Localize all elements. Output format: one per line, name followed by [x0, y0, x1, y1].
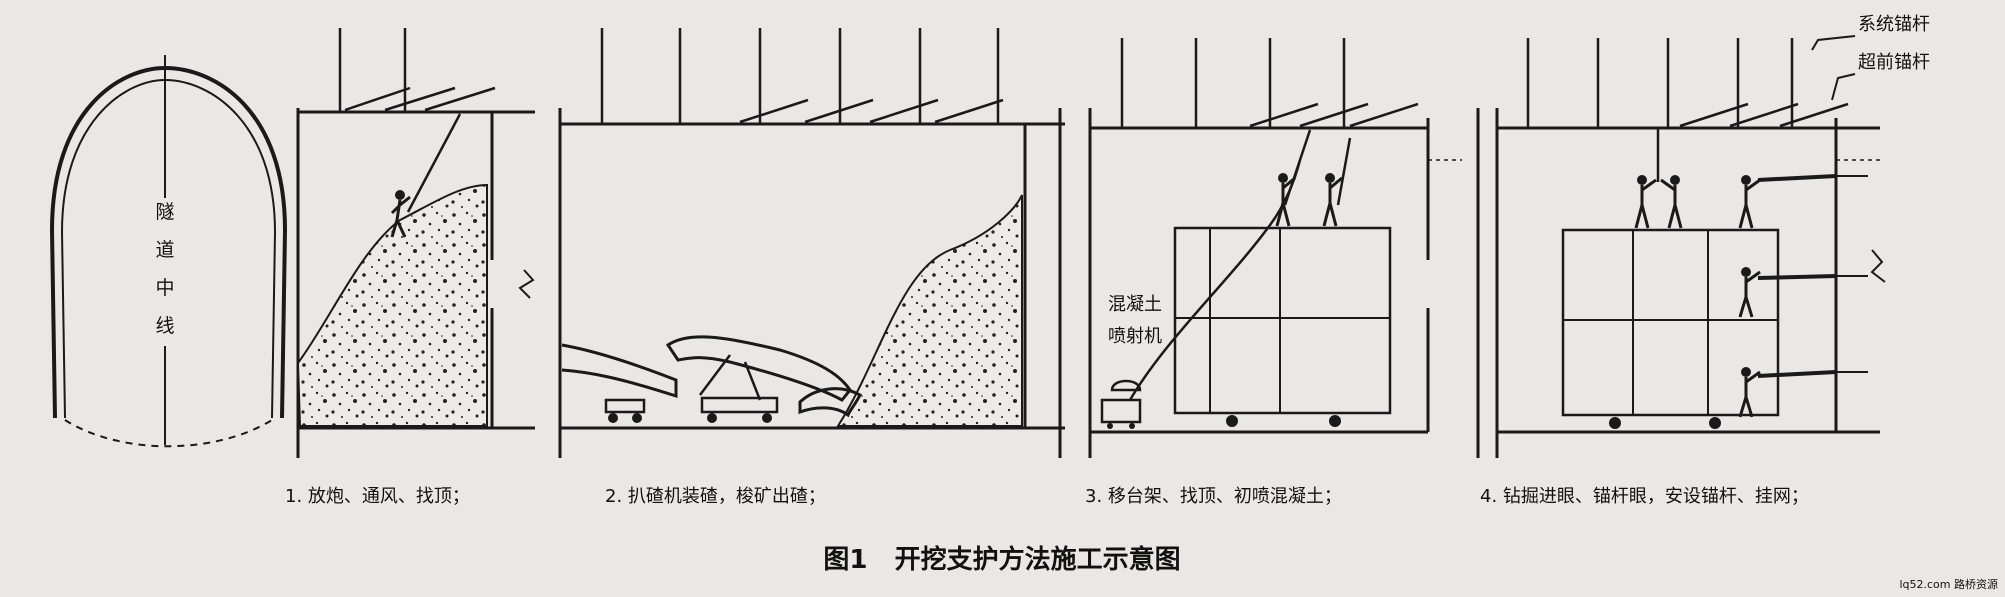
system-anchor-bolts [338, 28, 1794, 128]
worker-figure [1322, 173, 1343, 227]
tunnel-label-char-3: 中 [155, 277, 174, 299]
legend: 系统锚杆 超前锚杆 [1811, 14, 1930, 101]
panel-2-mucking [558, 108, 1065, 458]
legend-system-anchor: 系统锚杆 [1858, 14, 1930, 35]
drill-rod [1757, 274, 1837, 280]
tunnel-label-char-4: 线 [155, 315, 174, 337]
panel-1-blasting [296, 108, 535, 458]
step-2-caption: 2. 扒碴机装碴，梭矿出碴； [605, 486, 826, 507]
shuttle-car [561, 343, 678, 423]
worker-figure [1634, 175, 1657, 229]
work-platform [1561, 228, 1780, 429]
drill-rod [1757, 370, 1837, 378]
worker-figure [1738, 267, 1761, 318]
advance-anchor-bolts [344, 86, 1849, 128]
machine-label-line2: 喷射机 [1108, 326, 1162, 347]
machine-label-line1: 混凝土 [1108, 294, 1162, 315]
worker-figure [1660, 175, 1683, 229]
watermark: lq52.com 路桥资源 [1899, 577, 1998, 591]
shotcrete-machine [1100, 379, 1142, 429]
worker-figure [1738, 175, 1761, 229]
legend-advance-anchor: 超前锚杆 [1858, 52, 1930, 73]
work-platform [1173, 226, 1392, 427]
step-3-caption: 3. 移台架、找顶、初喷混凝土； [1085, 486, 1342, 507]
figure-caption: 图1 开挖支护方法施工示意图 [823, 544, 1180, 575]
panel-3-shotcrete: 混凝土 喷射机 [1058, 108, 1462, 458]
worker-figure [390, 190, 411, 238]
tunnel-label-char-1: 隧 [155, 201, 174, 223]
drill-rod [1757, 174, 1837, 182]
step-4-caption: 4. 钻掘进眼、锚杆眼，安设锚杆、挂网； [1480, 486, 1809, 507]
worker-figure [1738, 367, 1761, 418]
panel-4-drilling-bolting [1476, 108, 1886, 458]
tunnel-label-char-2: 道 [155, 239, 174, 261]
tunnel-cross-section: 隧 道 中 线 [49, 55, 288, 448]
step-1-caption: 1. 放炮、通风、找顶； [285, 486, 470, 507]
loader-machine [665, 335, 862, 423]
worker-figure [1275, 173, 1296, 227]
